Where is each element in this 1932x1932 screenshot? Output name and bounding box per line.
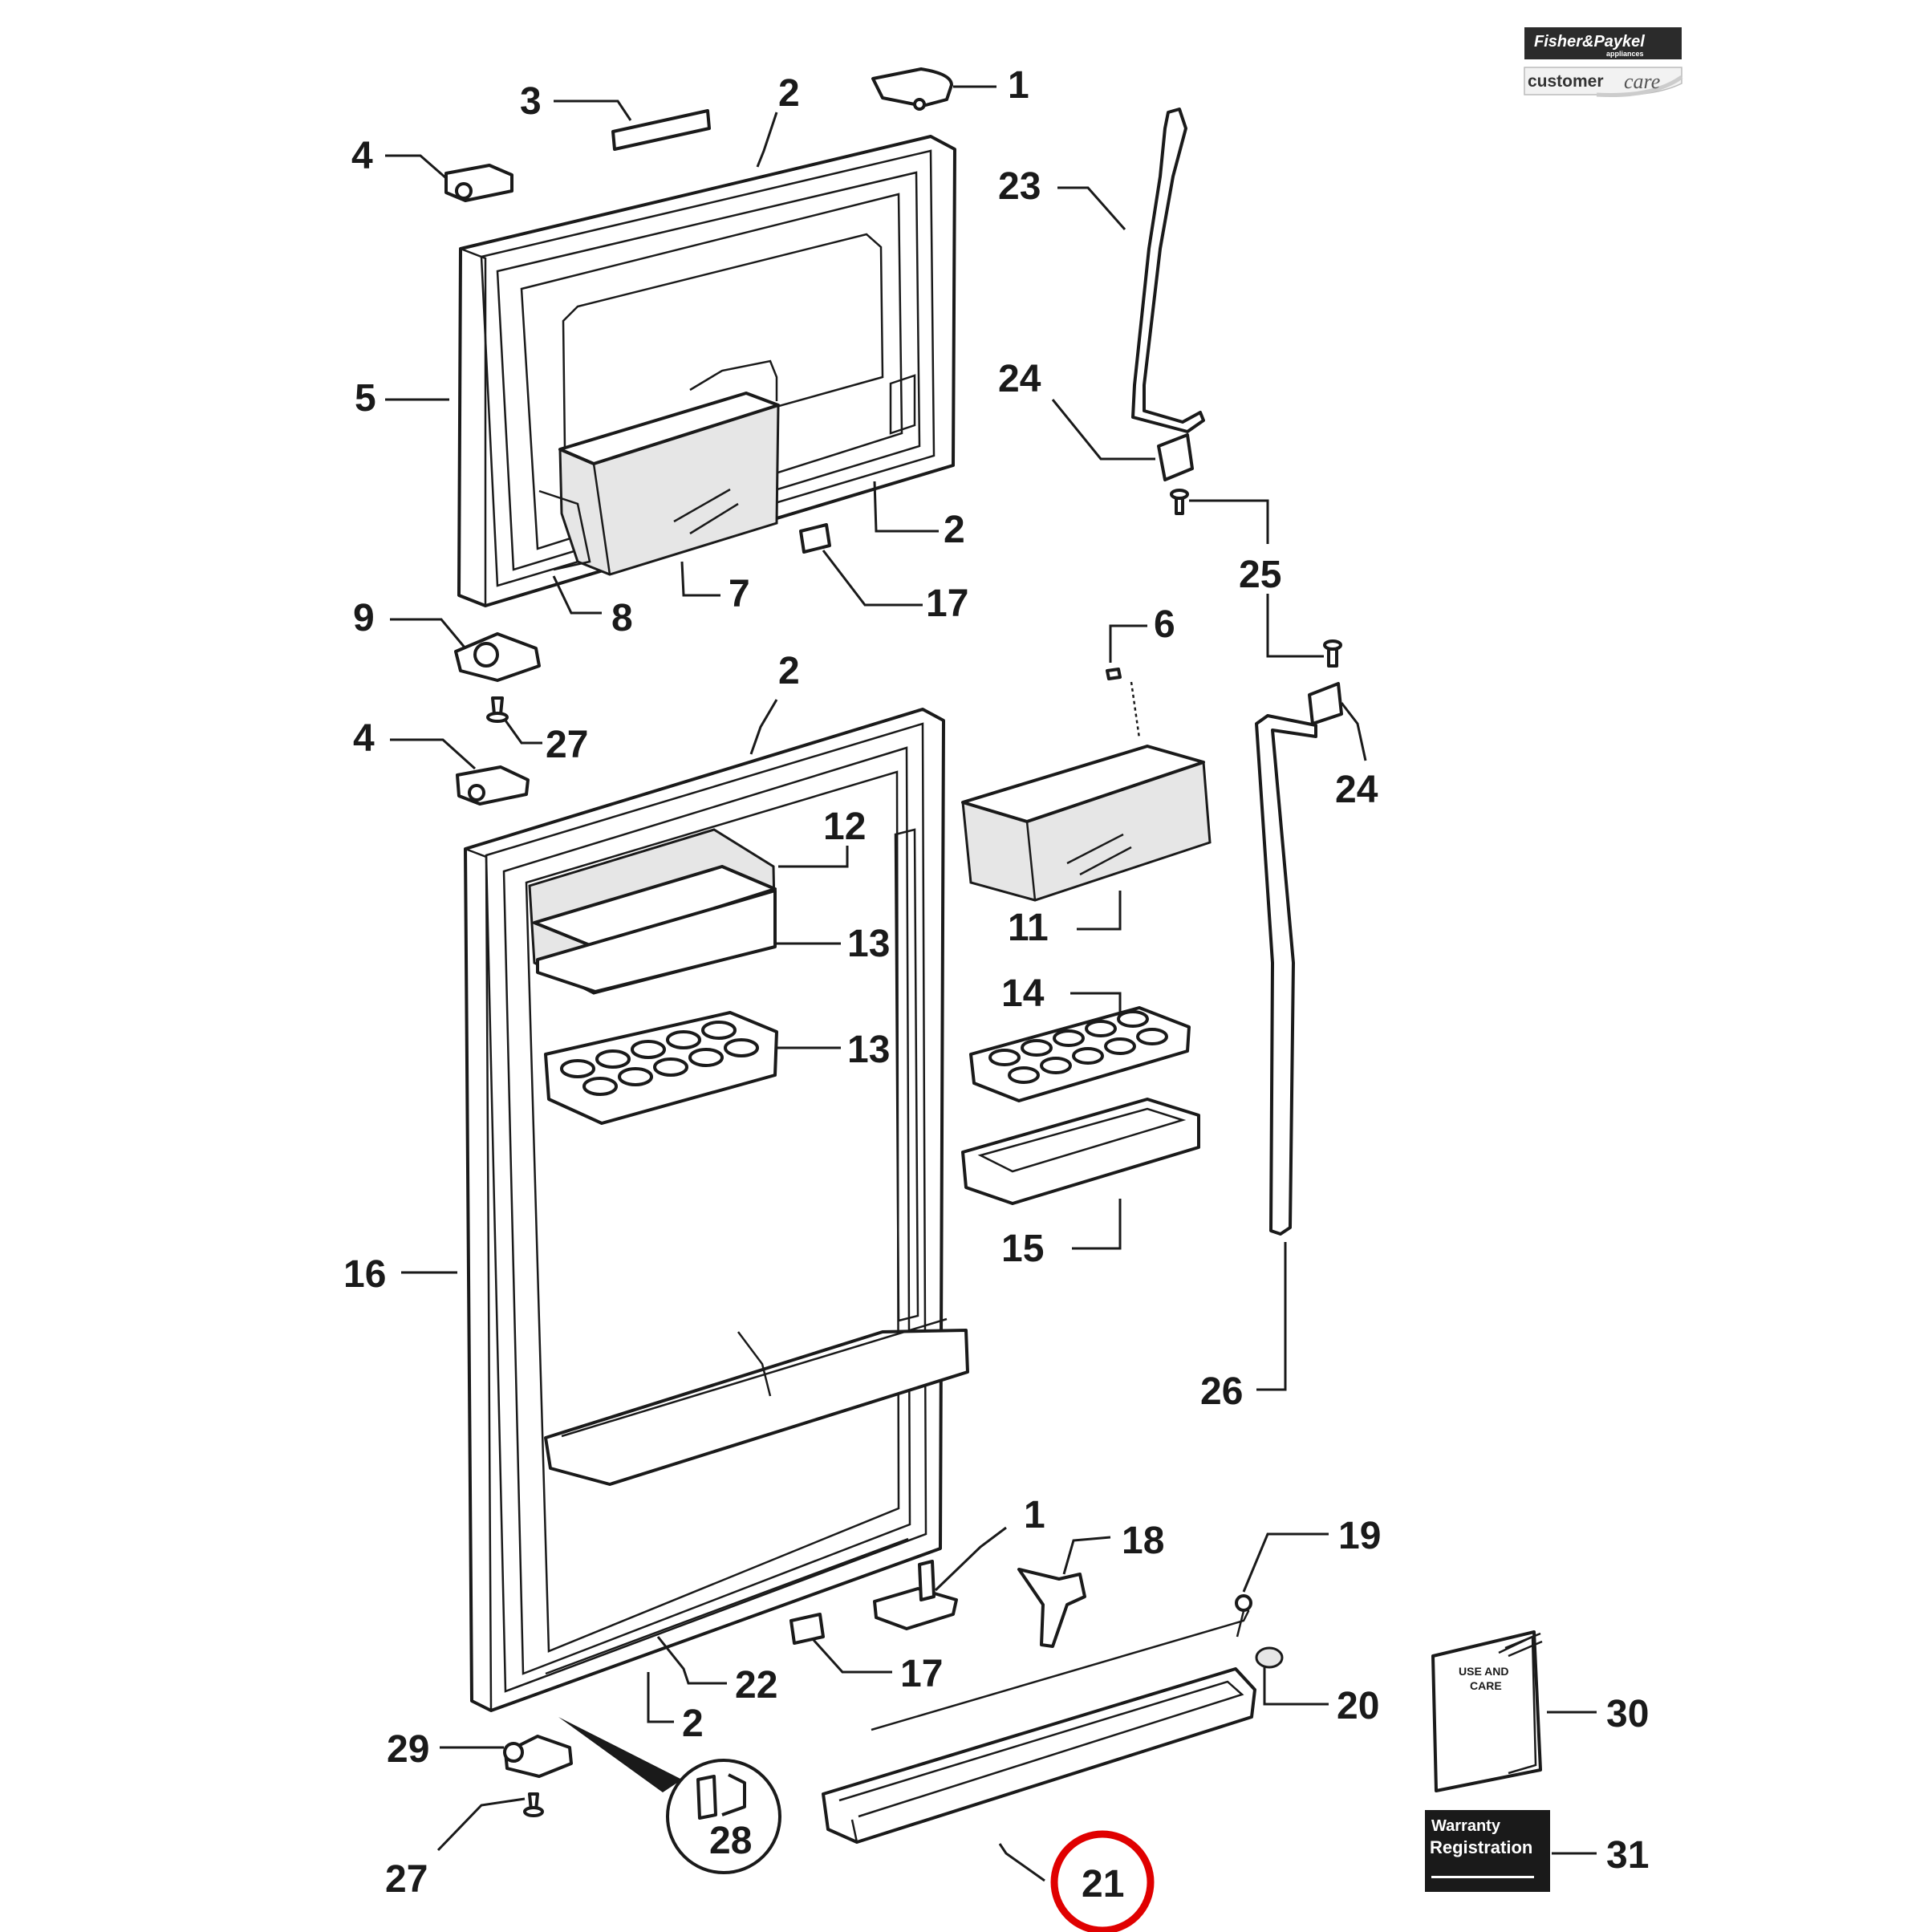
part-23-freezer-handle xyxy=(1131,108,1205,433)
callout-5: 5 xyxy=(355,377,376,420)
callout-24-lower: 24 xyxy=(1335,769,1378,811)
part-26-fridge-handle xyxy=(1255,714,1317,1236)
callout-13-lower: 13 xyxy=(847,1029,890,1071)
part-1-hinge-cover-top xyxy=(871,67,953,108)
callout-14: 14 xyxy=(1001,972,1045,1015)
brand-logo: Fisher&Paykel appliances customer care xyxy=(1524,27,1683,97)
callout-9: 9 xyxy=(353,597,375,639)
callout-2-freezer-bottom: 2 xyxy=(944,509,965,551)
part-15-shelf xyxy=(961,1098,1200,1205)
part-14-egg-tray xyxy=(969,1006,1191,1102)
warranty-line2: Registration xyxy=(1430,1837,1532,1857)
callout-23: 23 xyxy=(998,165,1041,208)
part-20-cap xyxy=(1255,1646,1284,1669)
egg-cups-left xyxy=(560,1021,759,1096)
callout-2-freezer-top: 2 xyxy=(778,72,800,115)
callouts: 1 2 3 4 5 2 7 8 17 9 27 4 2 23 24 25 6 2… xyxy=(343,64,1649,1906)
part-3-trim-strip xyxy=(611,109,711,151)
manual-title-line2: CARE xyxy=(1470,1679,1502,1692)
part-4-hinge-lower xyxy=(456,765,530,806)
callout-16: 16 xyxy=(343,1253,386,1296)
brand-name: Fisher&Paykel xyxy=(1534,33,1645,51)
callout-18: 18 xyxy=(1122,1520,1164,1562)
use-and-care-manual: USE AND CARE xyxy=(1431,1630,1543,1792)
part-17-plug-upper xyxy=(799,523,831,554)
callout-19: 19 xyxy=(1338,1515,1381,1557)
callout-27-lower: 27 xyxy=(385,1858,428,1901)
callout-21: 21 xyxy=(1082,1863,1124,1906)
part-1-hinge-cover-lower xyxy=(873,1587,958,1630)
callout-25: 25 xyxy=(1239,554,1281,596)
callout-20: 20 xyxy=(1337,1685,1379,1727)
callout-17-lower: 17 xyxy=(900,1653,943,1695)
callout-28: 28 xyxy=(709,1820,752,1862)
callout-29: 29 xyxy=(387,1728,429,1771)
part-24-bracket-upper xyxy=(1157,433,1194,481)
callout-2-fresh-bottom: 2 xyxy=(682,1703,704,1745)
manual-title-line1: USE AND xyxy=(1459,1665,1509,1678)
care-prefix: customer xyxy=(1528,72,1604,91)
care-suffix: care xyxy=(1624,70,1660,93)
callout-8: 8 xyxy=(611,597,633,639)
part-24-bracket-lower xyxy=(1308,682,1343,725)
callout-4-lower: 4 xyxy=(353,717,375,760)
fresh-food-door xyxy=(464,708,969,1712)
callout-4-upper: 4 xyxy=(351,135,373,177)
callout-13-upper: 13 xyxy=(847,923,890,965)
callout-6: 6 xyxy=(1154,603,1175,646)
callout-11: 11 xyxy=(1008,907,1049,949)
callout-2-fresh-top: 2 xyxy=(778,650,800,692)
leader-lines xyxy=(385,85,1597,1882)
callout-1-top: 1 xyxy=(1008,64,1029,107)
callout-30: 30 xyxy=(1606,1693,1649,1735)
highlight-circle-part-21 xyxy=(1050,1830,1155,1932)
part-18-bracket xyxy=(1017,1568,1086,1648)
part-17-plug-lower xyxy=(789,1613,825,1645)
callout-7: 7 xyxy=(729,573,750,615)
warranty-registration-card: Warranty Registration xyxy=(1425,1810,1550,1892)
callout-1-lower: 1 xyxy=(1024,1494,1045,1536)
part-21-door-shelf xyxy=(822,1667,1256,1844)
part-11-bin xyxy=(961,745,1212,902)
callout-17-upper: 17 xyxy=(926,582,968,625)
freezer-door xyxy=(457,135,956,607)
callout-3: 3 xyxy=(520,80,542,123)
part-4-hinge-upper xyxy=(444,164,513,202)
callout-31: 31 xyxy=(1606,1834,1649,1877)
callout-26: 26 xyxy=(1200,1370,1243,1413)
callout-24-upper: 24 xyxy=(998,358,1041,400)
part-28-detail-circle xyxy=(666,1759,781,1874)
callout-27-upper: 27 xyxy=(546,724,588,766)
brand-sub: appliances xyxy=(1606,50,1644,58)
warranty-line1: Warranty xyxy=(1431,1817,1501,1835)
callout-22: 22 xyxy=(735,1664,777,1707)
part-6-screw xyxy=(1106,668,1122,680)
callout-15: 15 xyxy=(1001,1228,1044,1270)
callout-12: 12 xyxy=(823,806,866,848)
